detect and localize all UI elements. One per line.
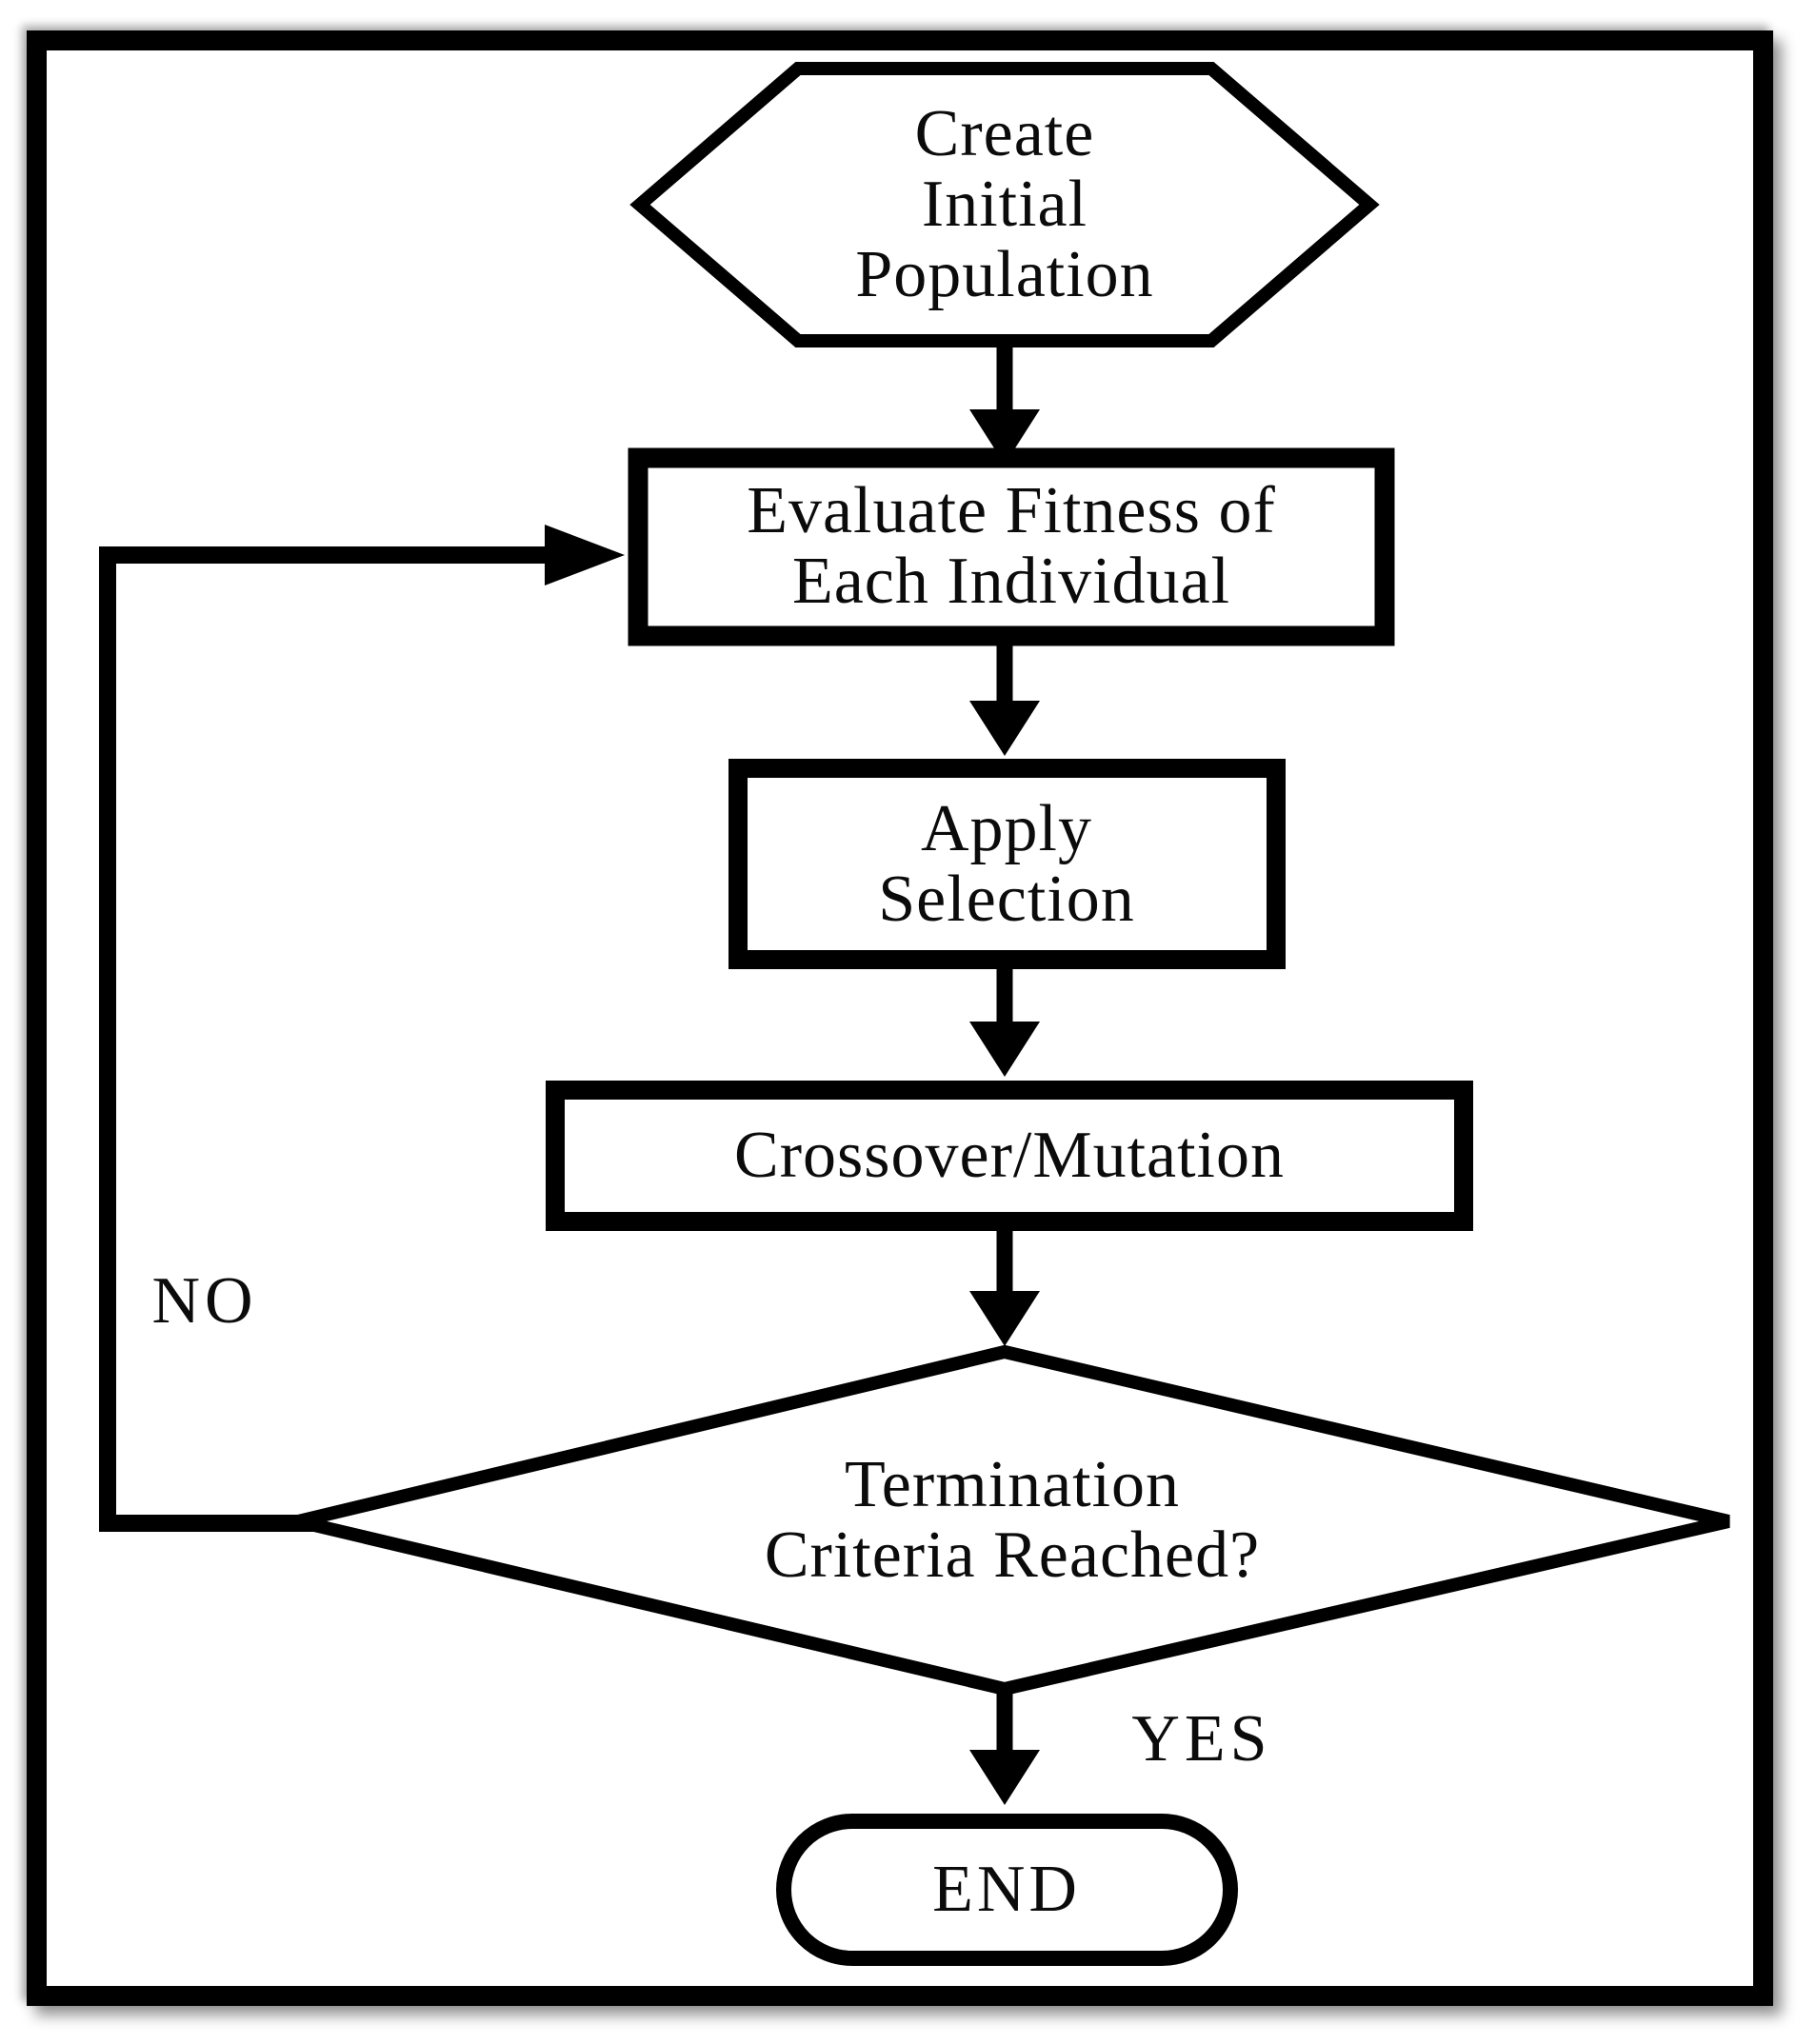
selection-label-line2: Selection [878,863,1135,936]
arrow-evaluate-to-selection-head-icon [969,701,1040,756]
no-loop-connector [99,546,545,1532]
evaluate-label-line2: Each Individual [791,545,1231,618]
start-hexagon [629,62,1380,347]
selection-box [728,759,1286,969]
start-label-line1: Create [914,97,1095,170]
outer-border-frame [27,30,1773,2006]
arrow-decision-to-end-head-icon [969,1750,1040,1805]
decision-label-line2: Criteria Reached? [764,1518,1261,1592]
arrow-crossover-to-decision-head-icon [969,1291,1040,1346]
start-label-line3: Population [855,238,1154,311]
crossover-label: Crossover/Mutation [734,1119,1285,1192]
end-terminator [776,1814,1238,1966]
crossover-box [546,1081,1473,1231]
selection-label-line1: Apply [921,792,1092,865]
arrow-start-to-evaluate-head-icon [969,409,1040,465]
start-label: Create Initial Population [719,99,1290,310]
evaluate-label: Evaluate Fitness of Each Individual [678,476,1345,617]
no-edge-label: NO [151,1264,258,1338]
yes-edge-label: YES [1131,1702,1272,1776]
start-label-line2: Initial [921,168,1088,241]
decision-label-line1: Termination [844,1448,1181,1521]
end-label: END [932,1853,1081,1926]
arrow-selection-to-crossover-head-icon [969,1022,1040,1077]
no-loop-arrowhead-icon [545,525,625,585]
selection-label: Apply Selection [721,794,1292,935]
evaluate-box [628,447,1395,646]
evaluate-label-line1: Evaluate Fitness of [747,474,1276,547]
decision-label: Termination Criteria Reached? [631,1450,1393,1591]
